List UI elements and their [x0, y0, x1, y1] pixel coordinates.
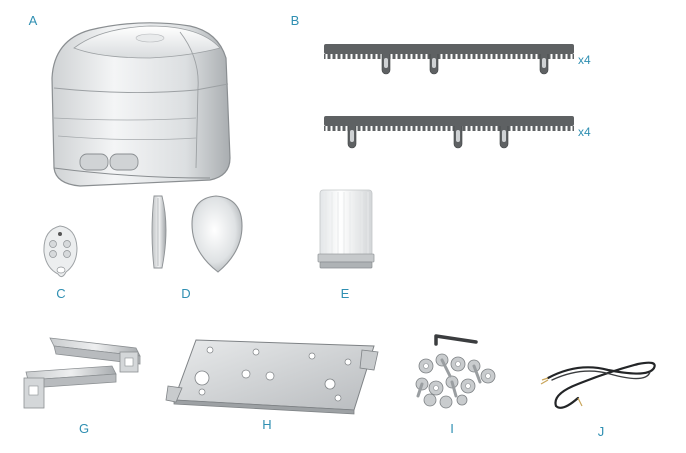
base-plate-image	[162, 330, 384, 416]
photocell-reflector-image	[148, 192, 248, 276]
label-b: B	[290, 13, 300, 28]
label-j: J	[597, 424, 605, 439]
cable-image	[538, 350, 660, 416]
label-d: D	[181, 286, 191, 301]
remote-control-image	[40, 224, 80, 282]
label-c: C	[56, 286, 66, 301]
label-i: I	[450, 421, 454, 436]
bolts-and-hex-key-image	[406, 330, 502, 414]
label-h: H	[262, 417, 272, 432]
rack-top-quantity: x4	[578, 53, 591, 67]
flashing-lamp-image	[314, 186, 378, 276]
label-g: G	[78, 421, 90, 436]
limit-switch-brackets-image	[16, 330, 148, 420]
label-e: E	[340, 286, 350, 301]
rack-bottom-quantity: x4	[578, 125, 591, 139]
gear-rack-top	[322, 42, 578, 76]
gear-rack-bottom	[322, 114, 578, 150]
motor-unit-image	[40, 18, 240, 188]
label-a: A	[28, 13, 38, 28]
